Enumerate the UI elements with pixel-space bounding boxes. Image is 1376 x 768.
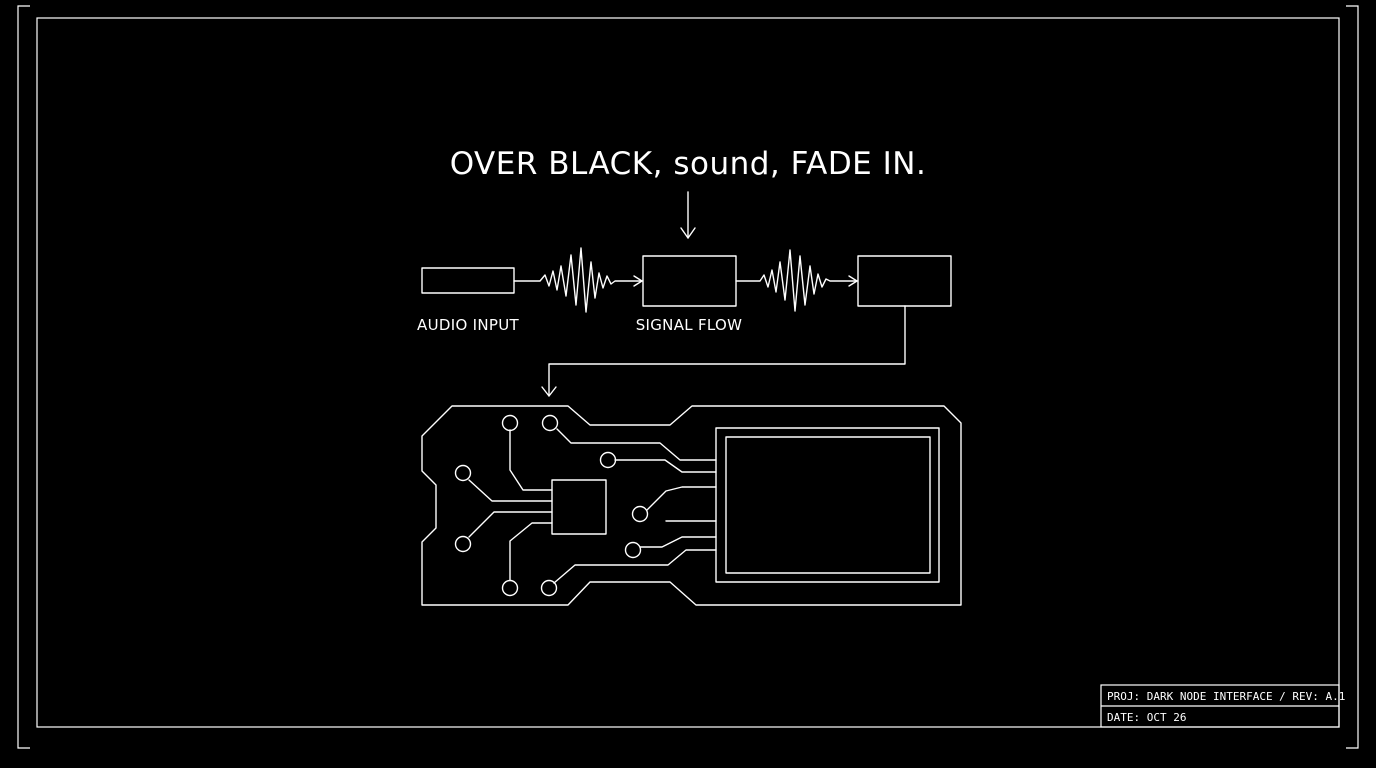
screen-frame-inner	[725, 436, 931, 574]
circuit-board-outline	[421, 405, 962, 606]
waveform-2	[735, 249, 858, 312]
signal-flow-block	[642, 255, 737, 307]
chip	[551, 479, 607, 535]
circuit-pads	[454, 414, 649, 597]
output-block	[857, 255, 952, 307]
signal-flow-label: SIGNAL FLOW	[636, 316, 743, 334]
audio-input-block	[421, 267, 515, 294]
title-block-date: DATE: OCT 26	[1107, 711, 1186, 724]
waveform-1	[513, 247, 643, 313]
title-block-project: PROJ: DARK NODE INTERFACE / REV: A.1	[1107, 690, 1345, 703]
arrow-head-2	[848, 275, 858, 287]
arrow-head-3	[541, 386, 557, 397]
drawing-border	[36, 17, 1340, 728]
corner-bracket-top-right	[1346, 5, 1359, 749]
title-block: PROJ: DARK NODE INTERFACE / REV: A.1 DAT…	[1100, 684, 1345, 728]
headline: OVER BLACK, sound, FADE IN.	[450, 146, 927, 182]
circuit-traces	[468, 428, 717, 584]
screen-frame-outer	[715, 427, 940, 583]
output-connector	[548, 305, 906, 397]
corner-bracket-top-left	[17, 5, 30, 749]
arrow-head-1	[633, 275, 643, 287]
down-arrow-icon	[680, 191, 696, 239]
audio-input-label: AUDIO INPUT	[417, 316, 519, 334]
